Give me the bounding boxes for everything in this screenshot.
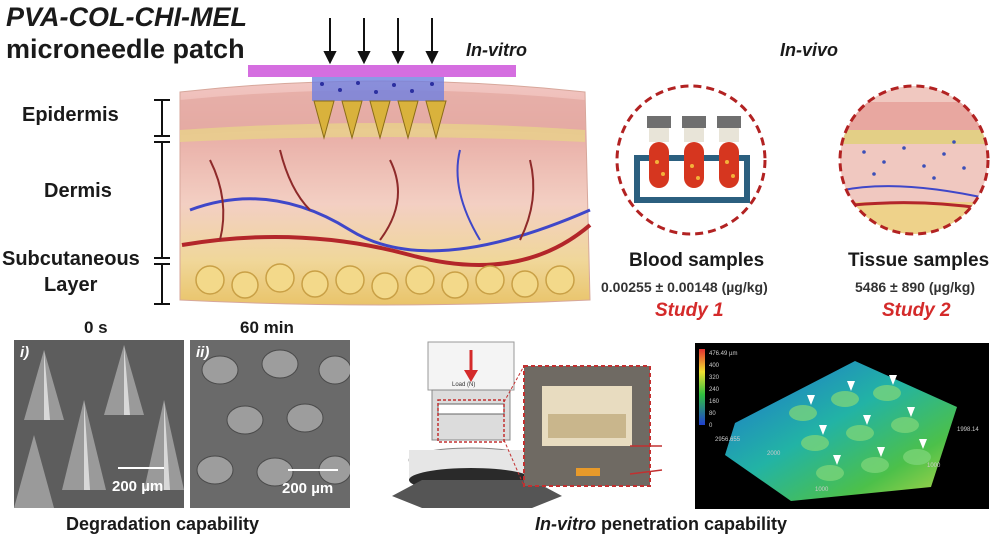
microneedles	[313, 100, 447, 140]
tissue-samples-value: 5486 ± 890 (µg/kg)	[855, 279, 976, 295]
surface-profile-3d: 476.49 µm 400 320 240 160 80 0 2956.655 …	[695, 343, 989, 509]
svg-text:320: 320	[709, 375, 720, 381]
time-label-60min: 60 min	[240, 318, 294, 337]
penetration-arrows	[807, 375, 927, 465]
svg-text:476.49 µm: 476.49 µm	[709, 351, 737, 357]
scale-bar-ii: 200 µm	[282, 480, 334, 497]
skin-illustration	[179, 18, 592, 306]
scale-bar-i: 200 µm	[112, 478, 164, 495]
label-layer: Layer	[44, 274, 98, 296]
pressure-arrows	[323, 18, 439, 65]
label-epidermis: Epidermis	[22, 104, 119, 126]
label-dermis: Dermis	[44, 180, 112, 202]
layer-brackets	[154, 99, 170, 305]
blood-samples-value: 0.00255 ± 0.00148 (µg/kg)	[601, 279, 768, 295]
blood-samples-circle	[615, 84, 767, 236]
svg-text:160: 160	[709, 399, 720, 405]
test-tubes-icon	[634, 116, 750, 203]
study2-label: Study 2	[882, 300, 951, 321]
svg-text:240: 240	[709, 387, 720, 393]
penetration-caption: In-vitro penetration capability	[535, 514, 787, 535]
penetration-caption-rest: penetration capability	[596, 514, 788, 534]
svg-text:2956.655: 2956.655	[715, 437, 741, 443]
degradation-caption: Degradation capability	[66, 514, 260, 534]
sem-image-0s: i) 200 µm	[14, 340, 184, 508]
penetration-caption-italic: In-vitro	[535, 514, 596, 534]
patch-backing	[248, 65, 516, 77]
sem-image-60min: ii) 200 µm	[190, 340, 350, 508]
section-in-vitro: In-vitro	[466, 40, 527, 60]
section-in-vivo: In-vivo	[780, 40, 839, 60]
svg-text:0: 0	[709, 423, 713, 429]
penetration-apparatus: Load (N)	[392, 341, 663, 508]
panel-label-i: i)	[20, 344, 30, 361]
svg-text:1000: 1000	[927, 463, 941, 469]
patch-drug-layer	[312, 77, 444, 101]
svg-text:400: 400	[709, 363, 720, 369]
panel-label-ii: ii)	[196, 344, 210, 361]
tissue-samples-label: Tissue samples	[848, 250, 990, 271]
surface-mesh	[725, 361, 957, 501]
load-label: Load (N)	[452, 382, 475, 388]
fat-cells	[195, 263, 575, 300]
svg-text:1998.14: 1998.14	[957, 427, 979, 433]
svg-text:80: 80	[709, 411, 716, 417]
svg-text:2000: 2000	[767, 451, 781, 457]
time-label-0s: 0 s	[84, 318, 108, 337]
figure-title-line1: PVA-COL-CHI-MEL	[6, 2, 247, 32]
figure-title-line2: microneedle patch	[6, 34, 245, 64]
label-subcutaneous: Subcutaneous	[2, 248, 140, 270]
study1-label: Study 1	[655, 300, 724, 321]
blood-samples-label: Blood samples	[629, 250, 765, 271]
tissue-samples-circle	[838, 84, 990, 236]
svg-text:1000: 1000	[815, 487, 829, 493]
